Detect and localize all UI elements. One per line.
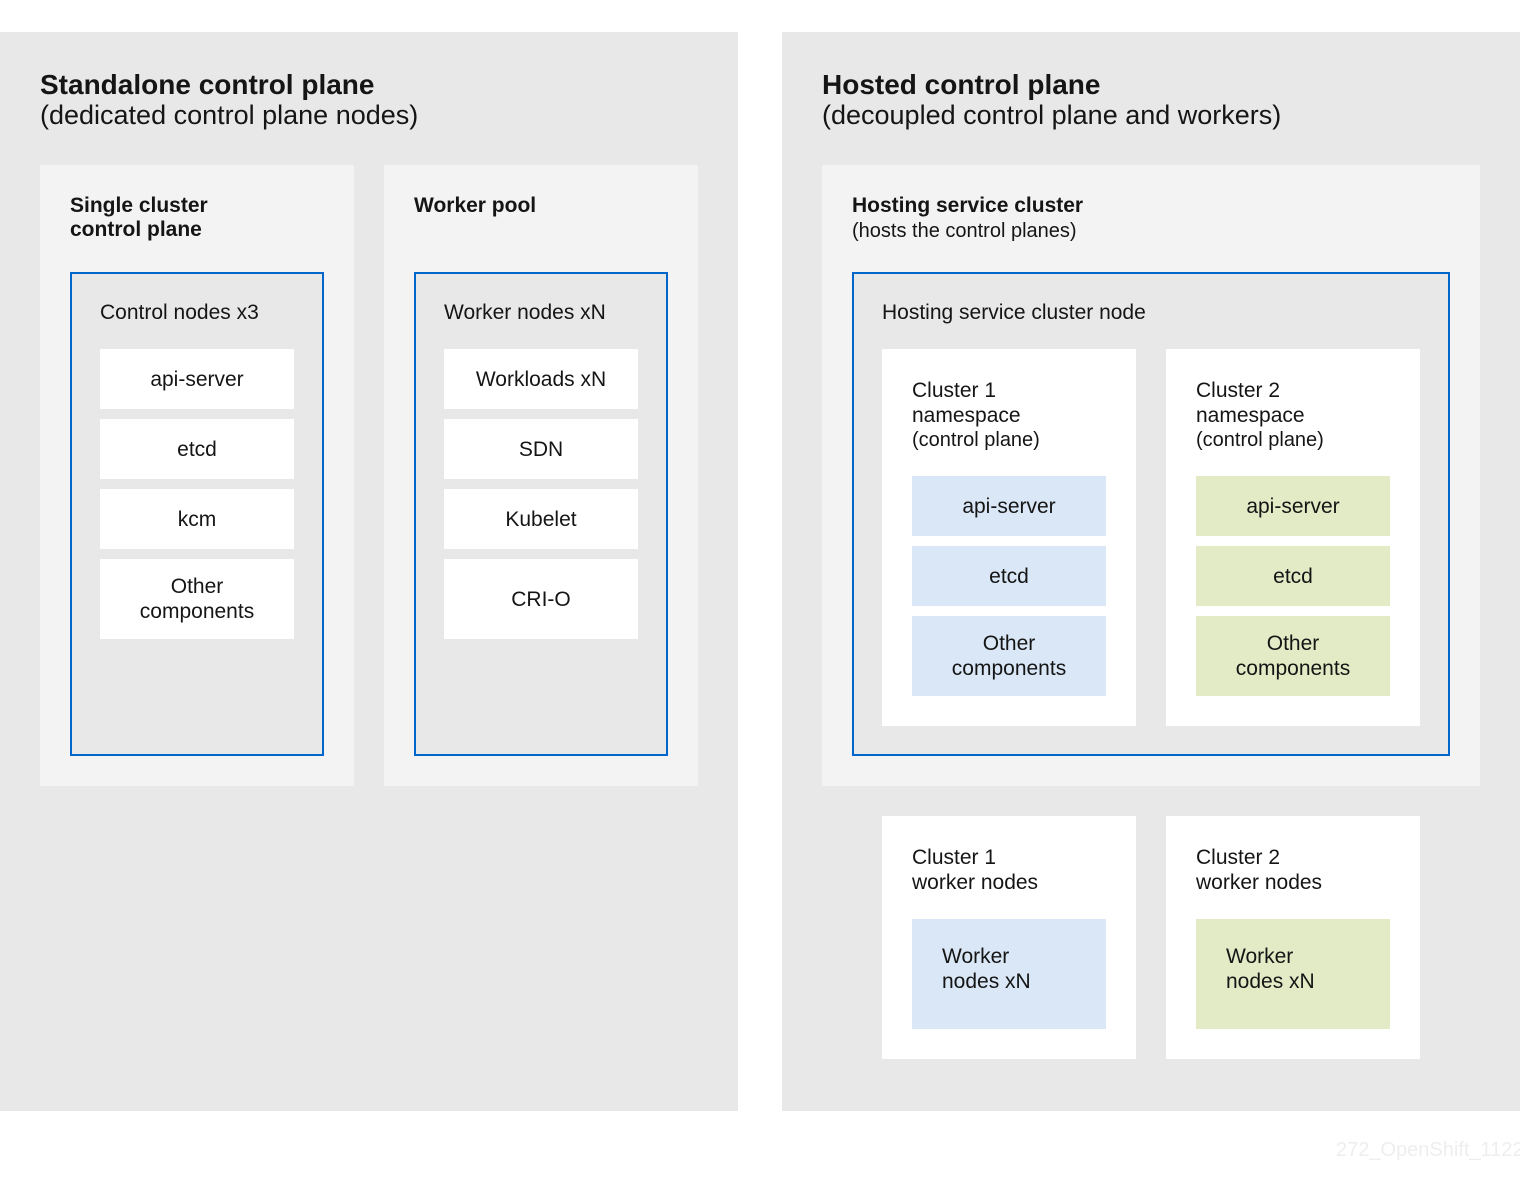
component-box: SDN: [444, 419, 638, 479]
hosted-subtitle: (decoupled control plane and workers): [822, 100, 1282, 130]
component-box: Other components: [912, 616, 1106, 696]
component-box: etcd: [912, 546, 1106, 606]
cluster2-namespace-subtitle: (control plane): [1196, 429, 1324, 451]
single-cluster-title: Single cluster control plane: [70, 194, 208, 241]
component-box: api-server: [912, 476, 1106, 536]
standalone-subtitle: (dedicated control plane nodes): [40, 100, 419, 130]
worker-nodes-label: Worker nodes xN: [444, 301, 606, 324]
worker-nodes-box: Worker nodes xN: [912, 919, 1106, 1029]
watermark: 272_OpenShift_1122: [1336, 1139, 1520, 1161]
component-box: Kubelet: [444, 489, 638, 549]
cluster1-namespace-subtitle: (control plane): [912, 429, 1040, 451]
component-box: Other components: [1196, 616, 1390, 696]
component-box: api-server: [1196, 476, 1390, 536]
component-box: kcm: [100, 489, 294, 549]
standalone-title: Standalone control plane: [40, 69, 375, 100]
component-box: Workloads xN: [444, 349, 638, 409]
hosting-subtitle: (hosts the control planes): [852, 220, 1077, 242]
cluster1-namespace-title: Cluster 1 namespace: [912, 379, 1021, 427]
component-box: CRI-O: [444, 559, 638, 639]
hosting-node-label: Hosting service cluster node: [882, 301, 1146, 324]
cluster1-worker-title: Cluster 1 worker nodes: [912, 846, 1039, 894]
cluster2-worker-title: Cluster 2 worker nodes: [1196, 846, 1323, 894]
component-box: etcd: [100, 419, 294, 479]
worker-pool-title: Worker pool: [414, 194, 537, 217]
control-nodes-label: Control nodes x3: [100, 301, 259, 324]
component-box: etcd: [1196, 546, 1390, 606]
cluster2-namespace-title: Cluster 2 namespace: [1196, 379, 1305, 427]
component-box: Other components: [100, 559, 294, 639]
worker-nodes-box: Worker nodes xN: [1196, 919, 1390, 1029]
hosting-title: Hosting service cluster: [852, 194, 1084, 217]
hosted-title: Hosted control plane: [822, 69, 1101, 100]
component-box: api-server: [100, 349, 294, 409]
